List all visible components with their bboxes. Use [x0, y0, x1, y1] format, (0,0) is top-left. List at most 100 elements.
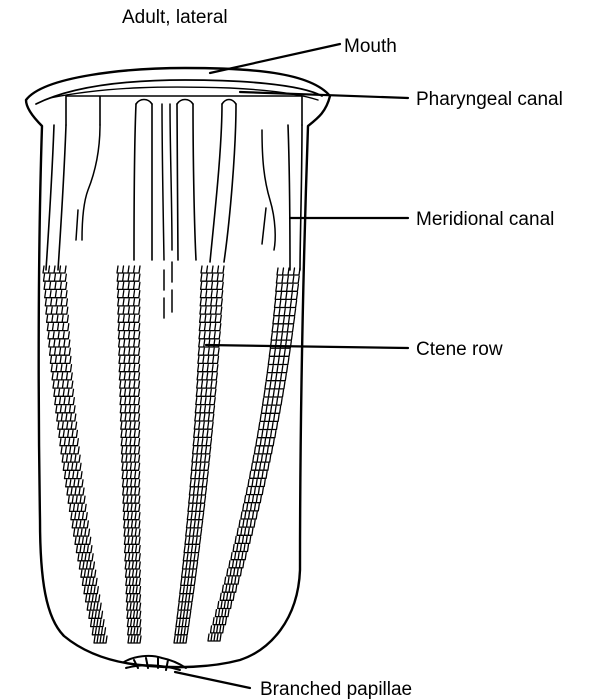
ctene-comb — [79, 562, 94, 569]
ctene-comb — [125, 546, 141, 553]
ctene-comb — [53, 381, 73, 388]
ctene-comb — [61, 447, 79, 454]
ctene-comb — [193, 439, 211, 446]
ctene-comb — [62, 455, 80, 462]
ctene-comb — [213, 618, 226, 625]
ctene-comb — [121, 439, 139, 446]
ctene-comb — [44, 282, 67, 289]
ctene-comb — [197, 381, 217, 388]
ctene-comb — [119, 340, 140, 347]
ctene-comb — [70, 504, 87, 511]
ctene-comb — [188, 504, 205, 511]
ctene-comb — [196, 389, 216, 396]
ctene-comb — [46, 307, 68, 314]
ctene-comb — [125, 554, 140, 561]
ctene-comb — [120, 381, 140, 388]
ctene-comb — [86, 595, 100, 602]
ctene-comb — [91, 620, 104, 627]
ctene-comb — [198, 365, 218, 372]
ctene-comb — [67, 488, 84, 495]
ctene-comb — [233, 545, 248, 552]
ctene-comb — [259, 423, 278, 430]
ctene-comb — [200, 291, 222, 298]
ctene-comb — [241, 512, 257, 519]
ctene-comb — [239, 520, 255, 527]
ctene-comb — [45, 299, 67, 306]
ctene-comb — [47, 315, 69, 322]
ctene-comb — [208, 634, 221, 641]
ctene-comb — [275, 292, 297, 299]
ctene-comb — [195, 406, 214, 413]
ctene-comb — [54, 389, 74, 396]
ctene-comb — [118, 332, 139, 339]
ctene-comb — [220, 593, 234, 600]
ctene-comb — [198, 356, 219, 363]
ctene-comb — [87, 603, 101, 610]
ctene-comb — [59, 430, 78, 437]
ctene-comb — [128, 628, 141, 635]
ctene-comb — [57, 414, 76, 421]
ctene-comb — [117, 266, 140, 273]
ctene-comb — [123, 480, 140, 487]
ctene-comb — [261, 406, 280, 413]
ctene-comb — [175, 628, 188, 635]
ctene-comb — [89, 611, 103, 618]
ctene-comb — [268, 358, 289, 365]
ctene-comb — [120, 389, 140, 396]
ctene-comb — [263, 398, 283, 405]
ctene-comb — [184, 546, 200, 553]
ctene-comb — [123, 504, 140, 511]
ctene-comb — [276, 284, 299, 291]
ctene-comb — [92, 628, 105, 635]
ctene-comb — [71, 513, 87, 520]
ctene-comb — [197, 373, 217, 380]
ctene-comb — [48, 332, 69, 339]
ctene-comb — [44, 274, 67, 281]
ctene-comb — [122, 472, 140, 479]
ctene-comb — [265, 382, 285, 389]
ctene-comb — [72, 521, 88, 528]
ctene-comb — [118, 324, 140, 331]
ctene-comb — [74, 529, 90, 536]
ctene-comb — [231, 553, 246, 560]
ctene-comb — [248, 480, 265, 487]
ctene-comb — [126, 595, 140, 602]
leader-papillae — [175, 672, 250, 688]
ctene-comb — [126, 570, 141, 577]
ctene-comb — [66, 480, 83, 487]
ctene-comb — [229, 561, 244, 568]
ctene-comb — [190, 480, 207, 487]
ctene-comb — [50, 356, 71, 363]
ctene-comb — [189, 488, 206, 495]
ctene-comb — [256, 439, 274, 446]
ctene-comb — [174, 636, 187, 643]
ctene-comb — [277, 268, 300, 275]
ctene-comb — [120, 398, 139, 405]
ctene-comb — [118, 299, 140, 306]
ctene-comb — [253, 455, 271, 462]
ctene-comb — [52, 373, 72, 380]
ctene-comb — [121, 414, 140, 421]
ctene-comb — [76, 546, 92, 553]
leader-ctene — [206, 345, 408, 348]
ctene-comb — [225, 577, 240, 584]
ctene-comb — [264, 390, 284, 397]
ctene-comb — [78, 554, 93, 561]
ctene-comb — [127, 611, 141, 618]
ctene-comb — [200, 307, 222, 314]
ctene-comb — [191, 463, 209, 470]
ctene-comb — [119, 373, 139, 380]
ctene-comb — [75, 537, 91, 544]
ctene-comb — [181, 578, 196, 585]
ctene-comb — [118, 315, 140, 322]
ctene-comb — [198, 348, 219, 355]
ctene-comb — [186, 529, 202, 536]
ctene-comb — [243, 504, 260, 511]
ctene-comb — [119, 356, 140, 363]
ctene-comb — [273, 317, 295, 324]
ctene-comb — [117, 282, 140, 289]
ctene-comb — [127, 603, 141, 610]
ctene-comb — [47, 324, 69, 331]
ctene-comb — [201, 274, 224, 281]
ctene-comb — [182, 570, 197, 577]
